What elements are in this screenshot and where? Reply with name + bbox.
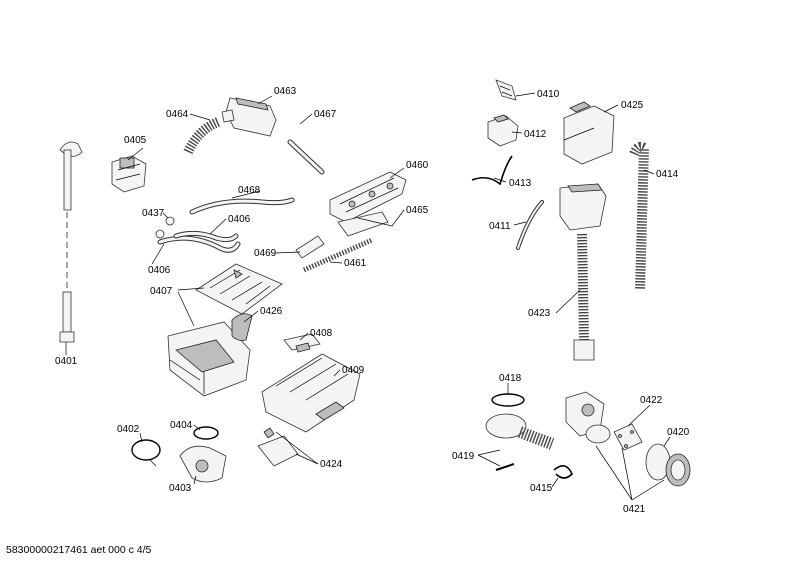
label-0402: 0402 — [117, 424, 140, 435]
part-0469-tube — [295, 235, 325, 259]
part-0414-hose — [629, 141, 650, 291]
part-0415-clip — [553, 465, 573, 479]
label-0401: 0401 — [55, 356, 78, 367]
part-labels: 0401 0402 0403 0404 0405 0406 0406 0407 … — [55, 86, 690, 515]
label-0467: 0467 — [314, 109, 337, 120]
part-0424-bracket — [257, 427, 299, 467]
label-0412: 0412 — [524, 129, 547, 140]
part-0423-drain-hose — [577, 233, 589, 341]
label-0404: 0404 — [170, 420, 193, 431]
document-id-footer: 58300000217461 aet 000 c 4/5 — [6, 544, 152, 556]
part-0419-bellow — [485, 413, 555, 450]
part-0404-clamp — [193, 426, 219, 440]
label-0465: 0465 — [406, 205, 429, 216]
label-0463: 0463 — [274, 86, 297, 97]
label-0415: 0415 — [530, 483, 553, 494]
label-0406a: 0406 — [228, 214, 251, 225]
label-0461: 0461 — [344, 258, 367, 269]
part-0409-drawer — [261, 353, 361, 433]
part-0461-strip — [302, 237, 374, 273]
part-0401-inlet-pipe — [59, 141, 83, 343]
label-0413: 0413 — [509, 178, 532, 189]
part-0410-connector — [495, 79, 517, 101]
label-0460: 0460 — [406, 160, 429, 171]
part-0411-hose — [516, 200, 544, 250]
label-0405: 0405 — [124, 135, 147, 146]
part-0405-valve — [111, 155, 147, 193]
part-0425-chamber — [563, 101, 615, 165]
label-0468: 0468 — [238, 185, 261, 196]
part-0407-frame — [195, 263, 283, 315]
part-0402-ring — [131, 439, 161, 467]
label-0407: 0407 — [150, 286, 173, 297]
label-0418: 0418 — [499, 373, 522, 384]
label-0410: 0410 — [537, 89, 560, 100]
part-0407-dispenser-housing — [167, 321, 251, 397]
part-0418-ring — [491, 393, 525, 407]
part-0426-flap — [231, 313, 253, 341]
part-0403-pump-housing — [179, 445, 227, 483]
label-0426: 0426 — [260, 306, 283, 317]
label-0469: 0469 — [254, 248, 277, 259]
label-0422: 0422 — [640, 395, 663, 406]
part-0420-filter — [645, 443, 691, 487]
part-0464-bellows — [183, 117, 221, 155]
part-0465-tray-lower — [337, 211, 389, 237]
label-0409: 0409 — [342, 365, 365, 376]
label-0420: 0420 — [667, 427, 690, 438]
part-0413-wire — [471, 155, 513, 186]
label-0406b: 0406 — [148, 265, 171, 276]
label-0464: 0464 — [166, 109, 189, 120]
part-0460-tray — [329, 171, 407, 223]
part-0422-gasket — [613, 423, 643, 451]
part-0437-clamp — [155, 216, 175, 239]
part-0412-switch — [487, 114, 519, 147]
label-0411: 0411 — [489, 221, 511, 232]
label-0437: 0437 — [142, 208, 165, 219]
label-0408: 0408 — [310, 328, 333, 339]
label-0424: 0424 — [320, 459, 343, 470]
part-0421-pump — [565, 391, 611, 444]
part-0423-sump — [559, 183, 607, 231]
leader-lines — [65, 92, 671, 501]
label-0421: 0421 — [623, 504, 646, 515]
label-0423: 0423 — [528, 308, 551, 319]
label-0419: 0419 — [452, 451, 475, 462]
part-0463-manifold — [221, 97, 277, 137]
part-0419-screw — [495, 463, 515, 471]
label-0403: 0403 — [169, 483, 192, 494]
part-0408-lid — [283, 333, 321, 353]
label-0414: 0414 — [656, 169, 679, 180]
label-0425: 0425 — [621, 100, 644, 111]
